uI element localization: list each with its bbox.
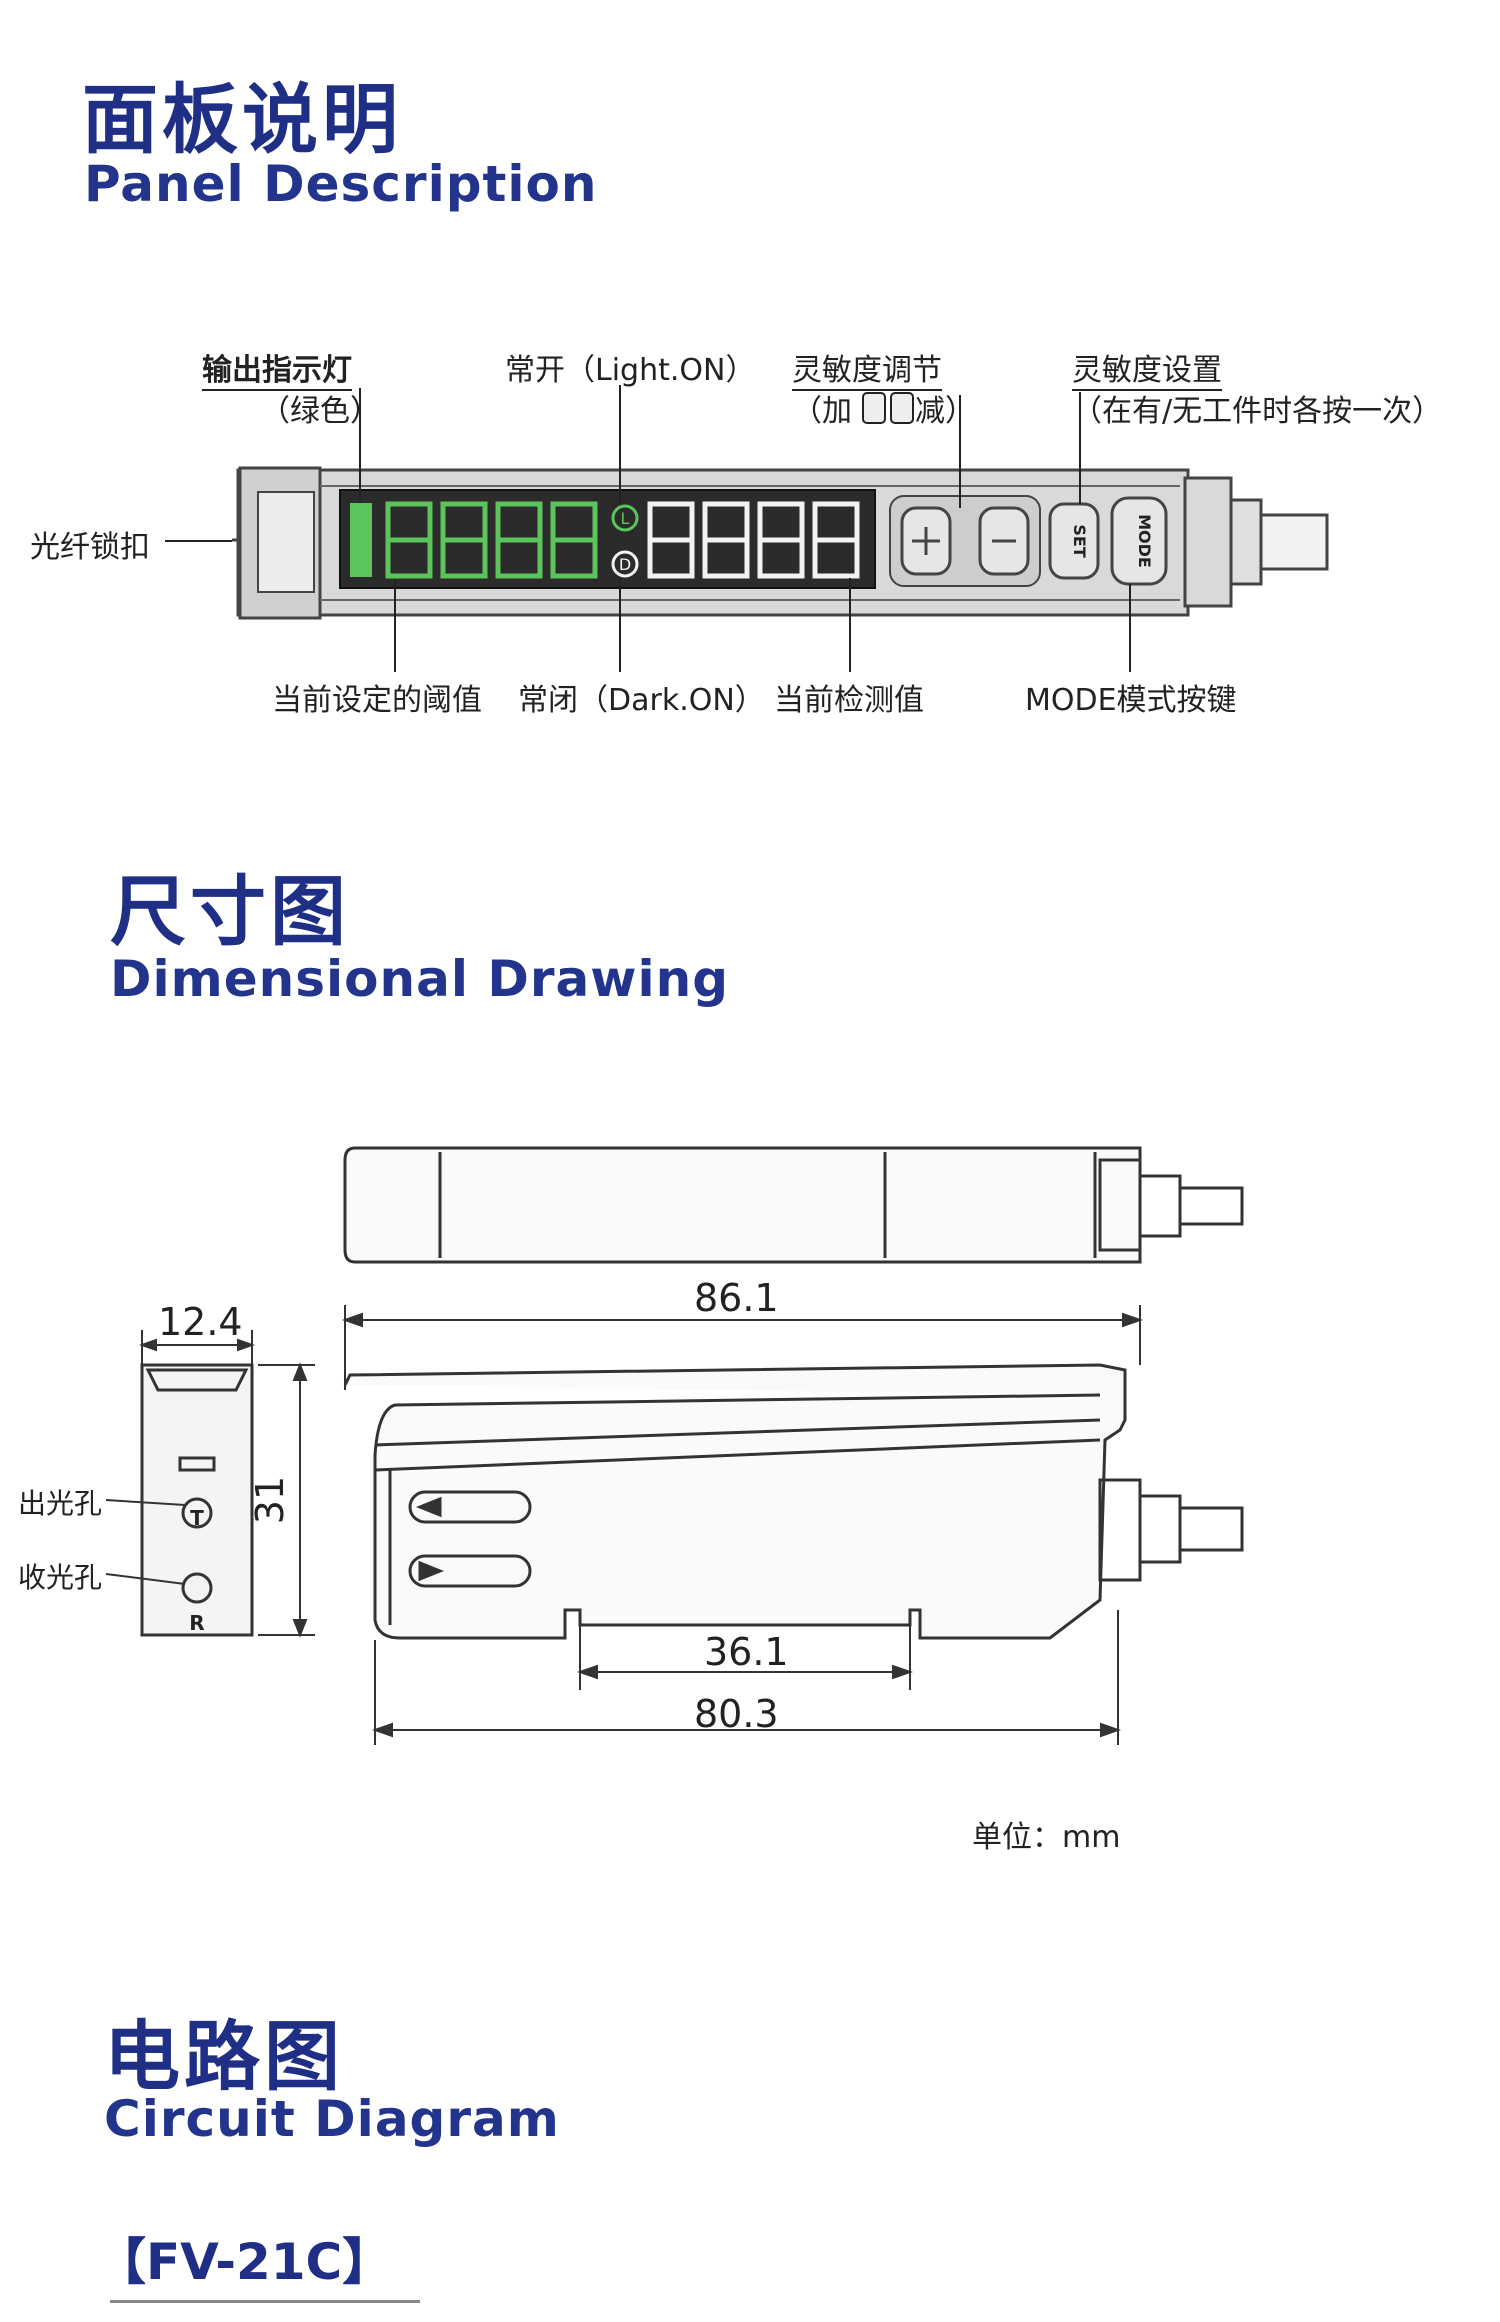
- set-button-label: SET: [1070, 524, 1089, 557]
- label-emit-hole: 出光孔: [18, 1487, 103, 1520]
- circuit-title-cn: 电路图: [104, 2012, 344, 2101]
- label-output-indicator-sub: （绿色）: [260, 394, 380, 429]
- mini-plus-icon: [862, 392, 886, 424]
- top-view-cable: [1178, 1186, 1244, 1226]
- front-view-led: [178, 1456, 216, 1472]
- dim-length-bottom: 80.3: [694, 1692, 779, 1736]
- dimension-title-cn: 尺寸图: [110, 867, 350, 956]
- dim-length-top: 86.1: [694, 1276, 779, 1320]
- circuit-title-en: Circuit Diagram: [104, 2090, 560, 2148]
- label-sensitivity-adjust: 灵敏度调节: [792, 345, 942, 391]
- label-sensitivity-set-sub: （在有/无工件时各按一次）: [1072, 394, 1443, 429]
- label-sensitivity-set: 灵敏度设置: [1072, 345, 1222, 391]
- top-view-body: [343, 1146, 1142, 1264]
- model-name: 【FV-21C】: [96, 2233, 393, 2291]
- panel-title-en: Panel Description: [84, 155, 598, 213]
- mini-minus-icon: [890, 392, 914, 424]
- label-sensitivity-adjust-sub: 减）: [915, 394, 975, 429]
- label-sensitivity-adjust-add: （加: [792, 394, 852, 429]
- cable: [1259, 513, 1329, 571]
- receive-mark: R: [189, 1611, 204, 1635]
- set-button[interactable]: [1048, 502, 1100, 580]
- dim-width: 12.4: [158, 1300, 243, 1344]
- current-value-digits: [647, 501, 860, 579]
- mode-button[interactable]: [1110, 496, 1168, 586]
- label-output-indicator: 输出指示灯: [202, 345, 352, 391]
- side-view-body: [343, 1363, 1127, 1640]
- mode-button-label: MODE: [1135, 514, 1154, 568]
- dimension-title-en: Dimensional Drawing: [110, 950, 729, 1008]
- fiber-lock-slot: [257, 491, 315, 593]
- label-light-on: 常开（Light.ON）: [505, 353, 756, 388]
- model-underline: [110, 2300, 420, 2303]
- label-receive-hole: 收光孔: [18, 1561, 103, 1594]
- connector-housing: [1183, 476, 1233, 608]
- receive-slot: [408, 1554, 532, 1588]
- label-dark-on: 常闭（Dark.ON）: [518, 683, 765, 718]
- panel-device-drawing: L D SET MODE: [165, 385, 1329, 672]
- emit-hole: [181, 1497, 213, 1529]
- dark-on-indicator: [611, 550, 639, 578]
- label-current-value: 当前检测值: [774, 683, 924, 718]
- emit-slot: [408, 1490, 532, 1524]
- light-letter: L: [621, 509, 630, 528]
- panel-title-cn: 面板说明: [82, 75, 402, 164]
- dim-height: 31: [248, 1476, 292, 1524]
- dark-letter: D: [619, 555, 631, 574]
- side-view-cable: [1178, 1506, 1244, 1552]
- dim-length-inner: 36.1: [704, 1630, 789, 1674]
- threshold-digits: [385, 501, 598, 579]
- emit-mark: T: [190, 1506, 204, 1530]
- dimension-drawing: T R 31: [105, 1146, 1244, 1745]
- label-mode-key: MODE模式按键: [1025, 683, 1237, 718]
- label-current-threshold: 当前设定的阈值: [272, 683, 482, 718]
- output-indicator-led: [350, 503, 372, 577]
- light-on-indicator: [611, 504, 639, 532]
- unit-label: 单位：mm: [972, 1820, 1121, 1855]
- receive-hole: [181, 1572, 213, 1604]
- label-fiber-lock: 光纤锁扣: [30, 530, 150, 565]
